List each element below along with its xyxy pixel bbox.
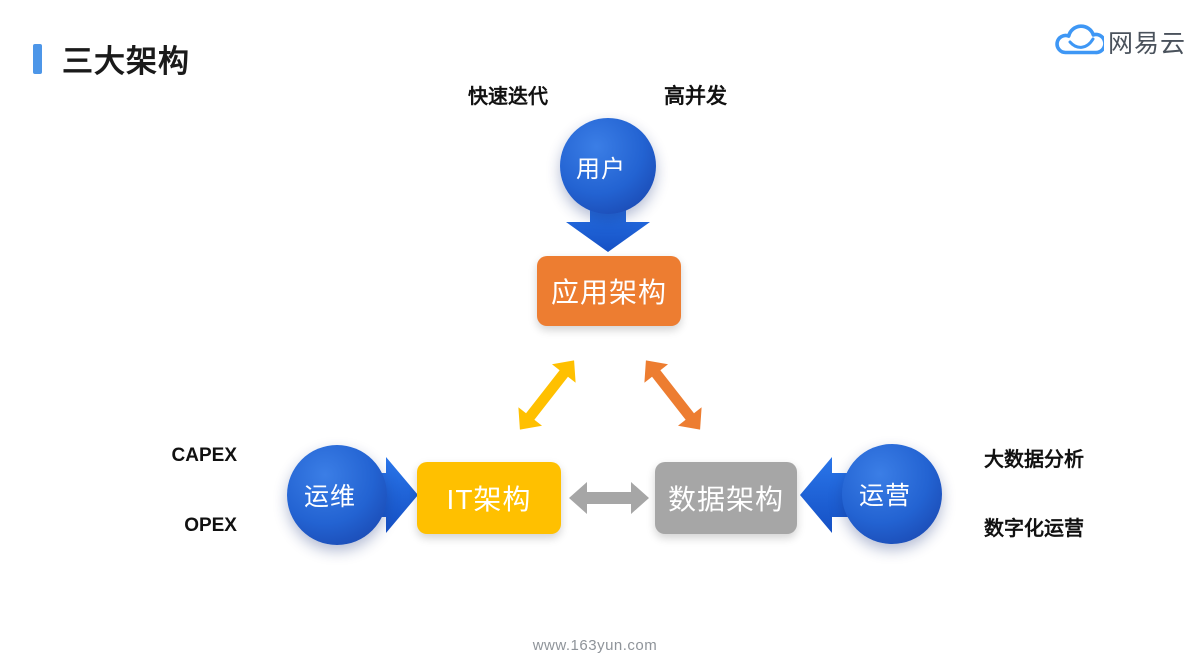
title-accent-bar <box>33 44 42 74</box>
label-fast-iteration: 快速迭代 <box>468 86 548 108</box>
logo-text: 网易云 <box>1108 29 1187 58</box>
app-architecture-label: 应用架构 <box>550 277 667 308</box>
label-capex: CAPEX <box>171 445 237 466</box>
gray-double-arrow <box>569 482 649 514</box>
user-circle: 用户 <box>560 118 656 214</box>
ops-circle: 运维 <box>287 445 387 545</box>
label-high-concurrency: 高并发 <box>664 85 727 108</box>
page-title: 三大架构 <box>62 44 190 79</box>
ops-circle-label: 运维 <box>303 483 356 511</box>
data-architecture-label: 数据架构 <box>667 484 784 515</box>
down-arrow <box>566 200 650 252</box>
data-architecture-box: 数据架构 <box>655 462 797 534</box>
label-big-data-analysis: 大数据分析 <box>984 449 1084 471</box>
footer-url: www.163yun.com <box>532 637 658 654</box>
biz-circle-label: 运营 <box>858 482 911 510</box>
cloud-icon <box>1052 18 1107 65</box>
app-architecture-box: 应用架构 <box>537 256 681 326</box>
orange-double-arrow <box>634 351 712 439</box>
label-opex: OPEX <box>184 515 237 536</box>
yellow-double-arrow <box>508 351 586 439</box>
netease-cloud-logo: 网易云 <box>1052 18 1186 65</box>
it-architecture-label: IT架构 <box>446 484 532 515</box>
biz-circle: 运营 <box>842 444 942 544</box>
label-digital-operation: 数字化运营 <box>984 518 1084 540</box>
user-circle-label: 用户 <box>576 155 626 183</box>
it-architecture-box: IT架构 <box>417 462 561 534</box>
